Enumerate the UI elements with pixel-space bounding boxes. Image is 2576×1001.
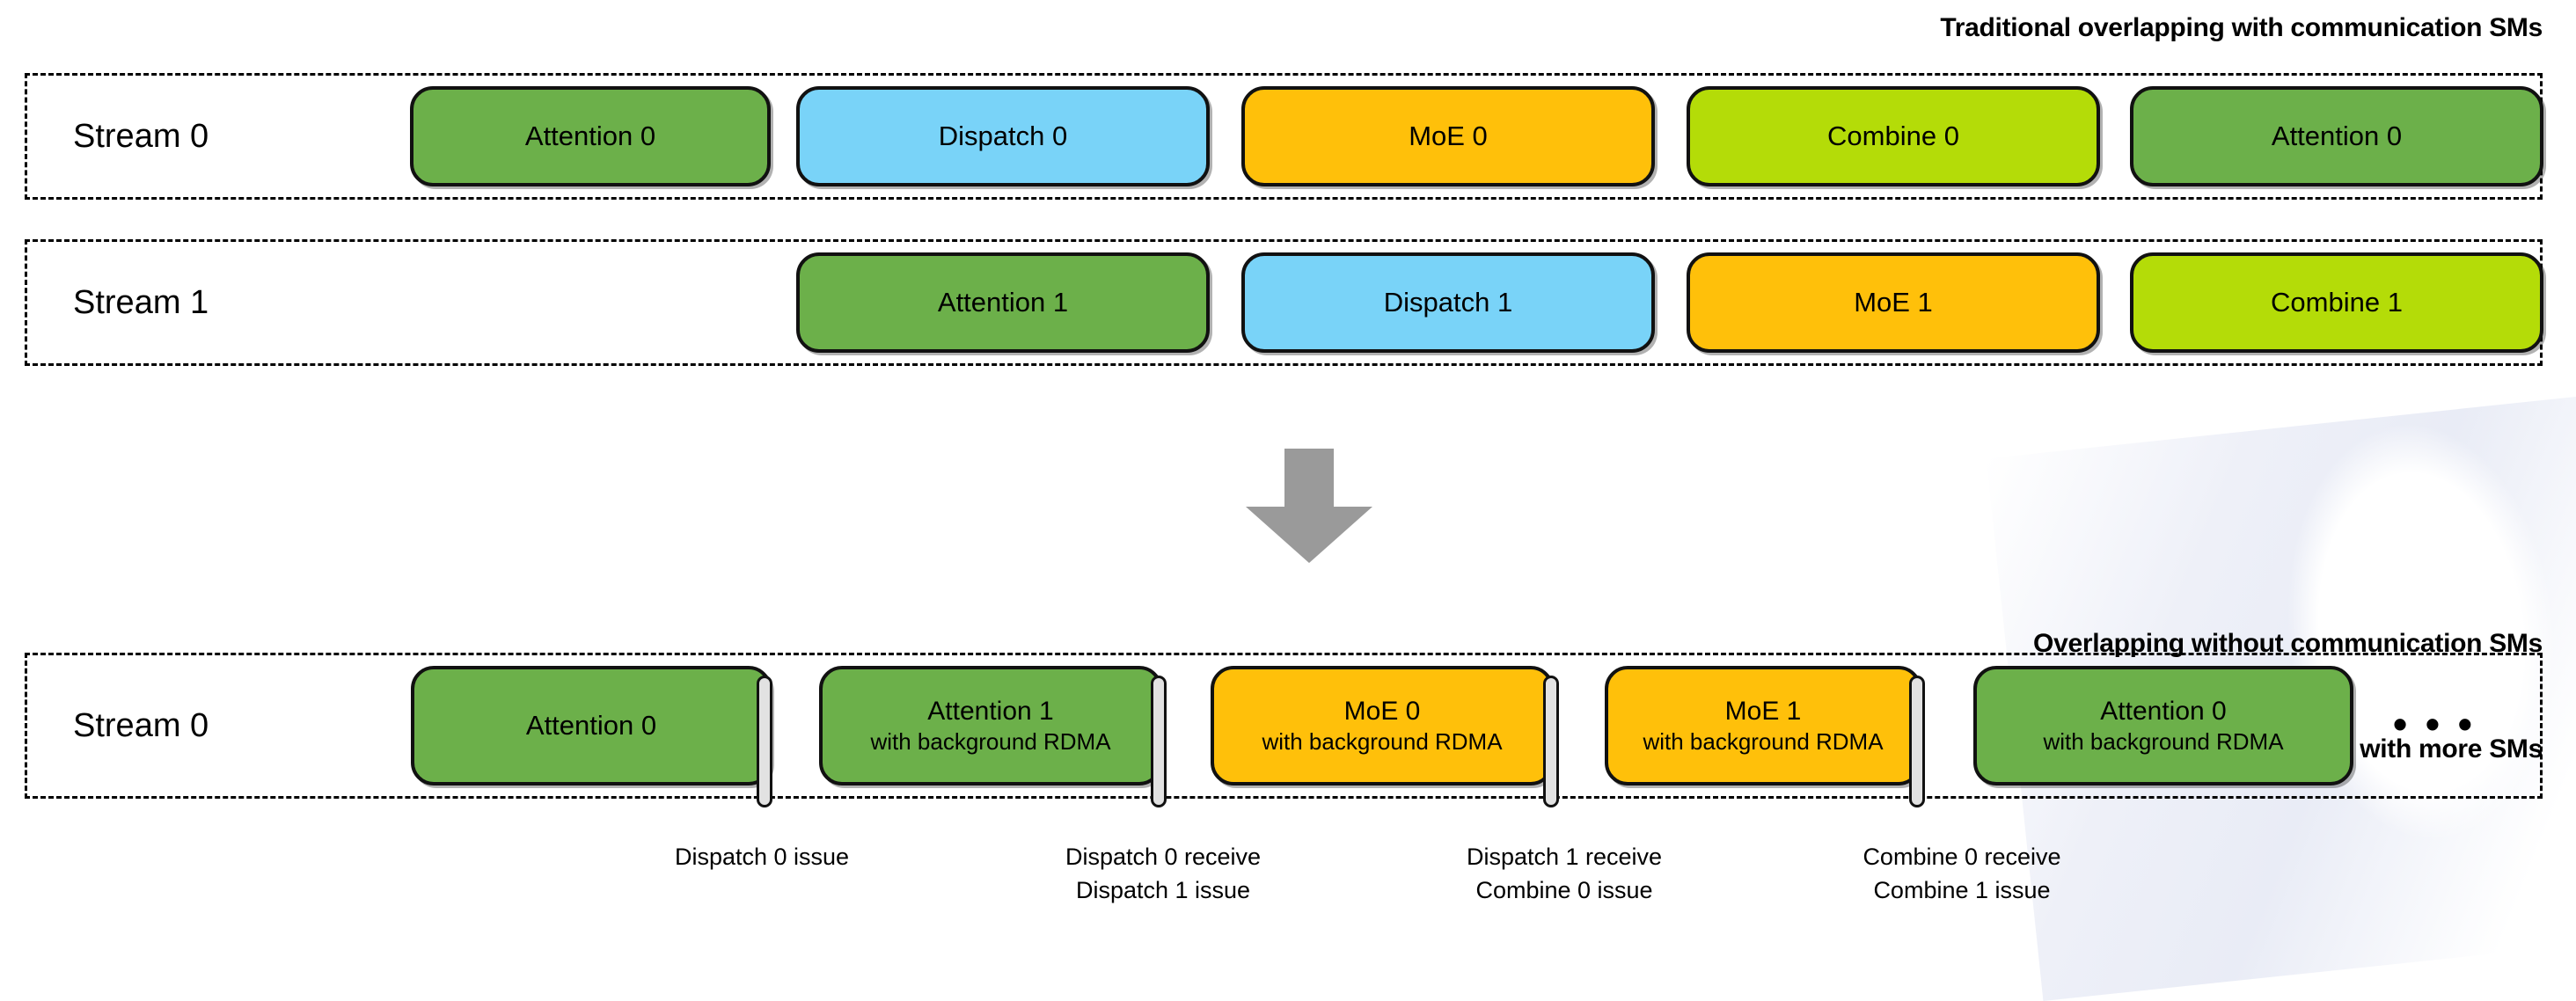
task-box-subtitle: with background RDMA [2043,728,2284,756]
task-box-title: MoE 0 [1409,120,1488,151]
task-box-title: Attention 0 [2271,120,2403,151]
boundary-caption-line: Combine 0 issue [1475,877,1653,903]
transition-down-arrow-icon [1221,449,1397,563]
boundary-caption-0: Dispatch 0 issue [675,840,849,873]
phase-separator-bar-1 [1151,676,1167,807]
phase-separator-bar-2 [1543,676,1559,807]
task-box-subtitle: with background RDMA [870,728,1111,756]
lane-label-stream-1-traditional: Stream 1 [73,284,209,321]
boundary-caption-line: Combine 1 issue [1873,877,2051,903]
lane-traditional-stream-1: Stream 1 Attention 1 Dispatch 1 MoE 1 Combi… [25,239,2543,366]
task-box-subtitle: with background RDMA [1643,728,1884,756]
boundary-caption-line: Dispatch 1 issue [1075,877,1251,903]
phase-separator-bar-0 [757,676,772,807]
continuation-ellipsis: • • • [2393,701,2476,747]
boundary-caption-line: Combine 0 receive [1862,844,2061,870]
task-box-title: MoE 1 [1854,286,1933,318]
task-box-title: Attention 0 [2100,696,2227,726]
phase-separator-bar-3 [1909,676,1925,807]
task-box-title: Attention 0 [524,120,656,151]
boundary-caption-line: Dispatch 1 receive [1466,844,1663,870]
task-box-traditional-s0-0[interactable]: Attention 0 [410,86,771,186]
task-box-traditional-s1-1[interactable]: Dispatch 1 [1241,252,1655,353]
task-box-title: Dispatch 0 [938,120,1068,151]
task-box-traditional-s0-2[interactable]: MoE 0 [1241,86,1655,186]
task-box-traditional-s1-2[interactable]: MoE 1 [1687,252,2100,353]
task-box-title: Attention 1 [937,286,1069,318]
task-box-subtitle: with background RDMA [1262,728,1503,756]
task-box-optimized-0[interactable]: Attention 0 [411,666,772,785]
task-box-traditional-s0-4[interactable]: Attention 0 [2130,86,2543,186]
lane-label-stream-0-traditional: Stream 0 [73,118,209,155]
task-box-title: MoE 0 [1343,696,1421,726]
lane-label-stream-0-optimized: Stream 0 [73,707,209,744]
task-box-title: Combine 1 [2271,286,2403,318]
boundary-caption-line: Dispatch 0 issue [674,844,850,870]
task-box-title: Attention 0 [525,709,657,741]
task-box-title: Dispatch 1 [1383,286,1513,318]
traditional-section-heading: Traditional overlapping with communicati… [1940,13,2543,42]
task-box-title: MoE 1 [1724,696,1802,726]
diagram-stage: Traditional overlapping with communicati… [25,13,2543,907]
task-box-traditional-s0-3[interactable]: Combine 0 [1687,86,2100,186]
task-box-title: Attention 1 [927,696,1054,726]
lane-traditional-stream-0: Stream 0 Attention 0 Dispatch 0 MoE 0 Combi… [25,73,2543,200]
boundary-caption-line: Dispatch 0 receive [1065,844,1262,870]
task-box-title: Combine 0 [1827,120,1959,151]
task-box-traditional-s1-3[interactable]: Combine 1 [2130,252,2543,353]
task-box-traditional-s0-1[interactable]: Dispatch 0 [796,86,1210,186]
task-box-traditional-s1-0[interactable]: Attention 1 [796,252,1210,353]
